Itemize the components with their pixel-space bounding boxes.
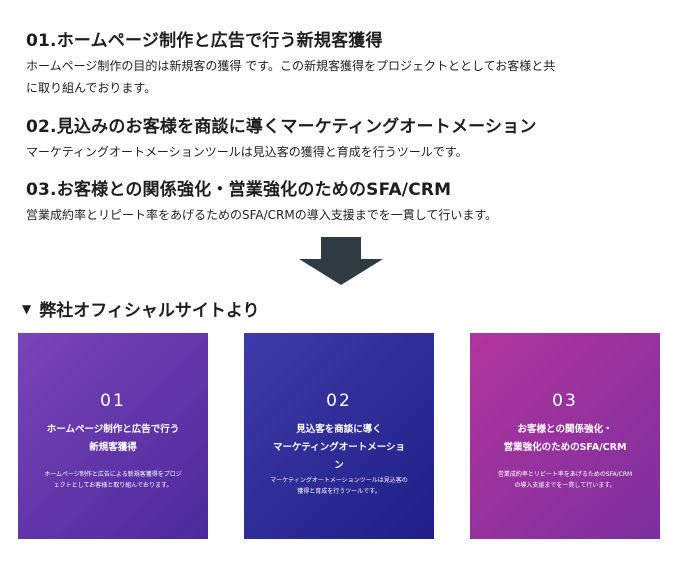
section-title: 02.見込みのお客様を商談に導くマーケティングオートメーション bbox=[26, 117, 537, 137]
card-description-line: 営業成約率とリピート率をあげるためのSFA/CRM bbox=[497, 471, 633, 478]
service-card-02: 02 見込客を商談に導く マーケティングオートメーショ ン マーケティングオート… bbox=[244, 333, 434, 539]
section-new-customer: 01.ホームページ制作と広告で行う新規客獲得 ホームページ制作の目的は新規客の獲… bbox=[26, 26, 666, 99]
card-description-line: マーケティングオートメーションツールは見込客の bbox=[270, 477, 408, 484]
section-description: ホームページ制作の目的は新規客の獲得 です。この新規客獲得をプロジェクトととして… bbox=[26, 55, 666, 99]
card-description-line: の導入支援までを一貫して行います。 bbox=[514, 482, 616, 489]
card-title-line: ホームページ制作と広告で行う bbox=[46, 424, 180, 435]
card-title-line: お客様との関係強化・ bbox=[517, 424, 613, 435]
card-description: マーケティングオートメーションツールは見込客の 獲得と育成を行うツールです。 bbox=[260, 475, 418, 497]
section-description-line: に取り組んでおります。 bbox=[26, 81, 157, 95]
card-description-line: ェクトとしてお客様と取り組んでおります。 bbox=[53, 482, 173, 489]
section-title: 03.お客様との関係強化・営業強化のためのSFA/CRM bbox=[26, 180, 452, 200]
official-site-caption: ▼ 弊社オフィシャルサイトより bbox=[22, 296, 260, 321]
section-title: 01.ホームページ制作と広告で行う新規客獲得 bbox=[26, 31, 383, 51]
section-description: 営業成約率とリピート率をあげるためのSFA/CRMの導入支援までを一貫して行いま… bbox=[26, 208, 498, 222]
caption-text: 弊社オフィシャルサイトより bbox=[39, 301, 260, 321]
card-number: 02 bbox=[326, 391, 352, 411]
down-arrow-icon bbox=[299, 237, 383, 285]
card-number: 03 bbox=[552, 391, 578, 411]
card-title: お客様との関係強化・ 営業強化のためのSFA/CRM bbox=[480, 421, 650, 457]
card-title-line: マーケティングオートメーショ bbox=[272, 442, 406, 453]
service-card-03: 03 お客様との関係強化・ 営業強化のためのSFA/CRM 営業成約率とリピート… bbox=[470, 333, 660, 539]
card-description-line: 獲得と育成を行うツールです。 bbox=[297, 488, 381, 495]
card-title: 見込客を商談に導く マーケティングオートメーショ ン bbox=[254, 421, 424, 475]
card-description: ホームページ制作と広告による新規客獲得をプロジ ェクトとしてお客様と取り組んでお… bbox=[34, 469, 192, 491]
section-sfa-crm: 03.お客様との関係強化・営業強化のためのSFA/CRM 営業成約率とリピート率… bbox=[26, 175, 666, 226]
service-card-01: 01 ホームページ制作と広告で行う 新規客獲得 ホームページ制作と広告による新規… bbox=[18, 333, 208, 539]
section-description: マーケティングオートメーションツールは見込客の獲得と育成を行うツールです。 bbox=[26, 145, 468, 159]
section-description-line: ホームページ制作の目的は新規客の獲得 です。この新規客獲得をプロジェクトととして… bbox=[26, 59, 556, 73]
card-title-line: 営業強化のためのSFA/CRM bbox=[503, 442, 627, 453]
card-title-line: ン bbox=[334, 460, 344, 471]
card-description: 営業成約率とリピート率をあげるためのSFA/CRM の導入支援までを一貫して行い… bbox=[486, 469, 644, 491]
card-description-line: ホームページ制作と広告による新規客獲得をプロジ bbox=[44, 471, 182, 478]
section-marketing-automation: 02.見込みのお客様を商談に導くマーケティングオートメーション マーケティングオ… bbox=[26, 112, 666, 163]
card-title: ホームページ制作と広告で行う 新規客獲得 bbox=[28, 421, 198, 457]
card-title-line: 新規客獲得 bbox=[89, 442, 137, 453]
triangle-marker-icon: ▼ bbox=[22, 301, 32, 316]
card-number: 01 bbox=[100, 391, 126, 411]
card-title-line: 見込客を商談に導く bbox=[296, 424, 382, 435]
